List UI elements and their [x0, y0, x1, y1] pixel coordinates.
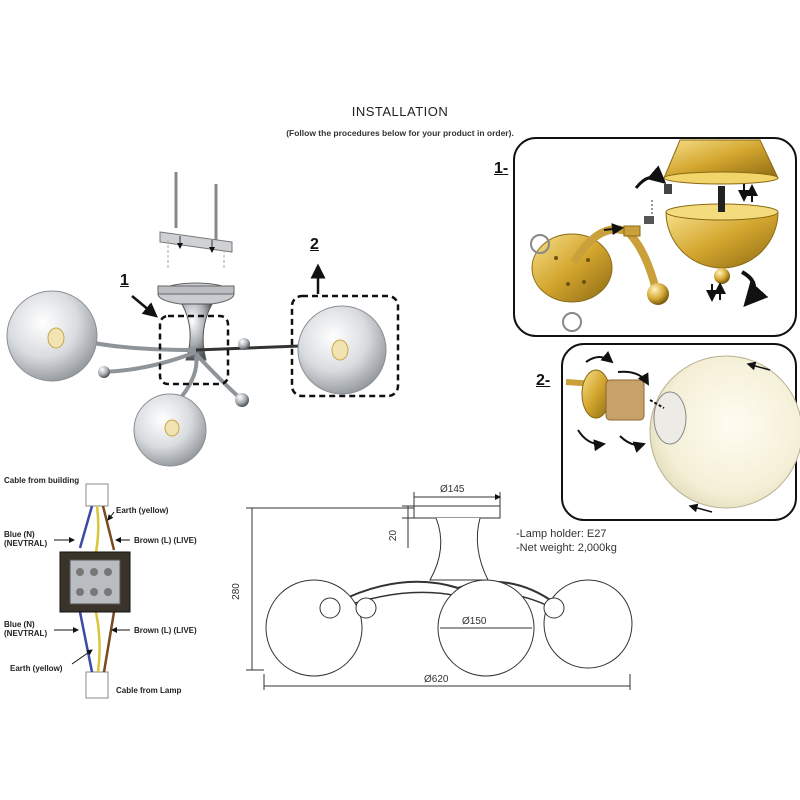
- label-earth-bottom: Earth (yellow): [10, 664, 63, 673]
- spec-lamp-holder: -Lamp holder: E27: [516, 528, 607, 540]
- label-cable-from-lamp: Cable from Lamp: [116, 686, 182, 695]
- label-earth-top: Earth (yellow): [116, 506, 169, 515]
- step-1-callout: 1: [120, 272, 129, 289]
- label-blue-top-line2: (NEVTRAL): [4, 539, 48, 548]
- panel-2-globe-assembly: [561, 343, 800, 521]
- dimension-drawing: [246, 492, 633, 690]
- dim-canopy-height: 20: [388, 529, 400, 542]
- dim-globe-diameter: Ø150: [462, 616, 487, 627]
- panel-1-label: 1-: [494, 160, 509, 177]
- spec-net-weight: -Net weight: 2,000kg: [516, 542, 617, 554]
- label-cable-from-building: Cable from building: [4, 476, 80, 485]
- label-blue-bottom: Blue (N) (NEVTRAL): [4, 620, 47, 638]
- installation-subtitle: (Follow the procedures below for your pr…: [286, 128, 514, 138]
- panel-2-label: 2-: [536, 372, 551, 389]
- label-blue-bottom-line1: Blue (N): [4, 620, 35, 629]
- label-brown-bottom: Brown (L) (LIVE): [134, 626, 197, 635]
- step-2-callout: 2: [310, 236, 319, 253]
- installation-title: INSTALLATION: [351, 104, 449, 119]
- label-blue-bottom-line2: (NEVTRAL): [4, 629, 48, 638]
- wiring-diagram: [54, 483, 131, 699]
- panel-1-canopy-assembly: [513, 137, 797, 337]
- label-blue-top: Blue (N) (NEVTRAL): [4, 530, 47, 548]
- chandelier-assembly: [6, 172, 400, 467]
- label-blue-top-line1: Blue (N): [4, 530, 35, 539]
- label-brown-top: Brown (L) (LIVE): [134, 536, 197, 545]
- dim-total-width: Ø620: [424, 674, 449, 685]
- dim-total-height: 280: [230, 583, 242, 600]
- dim-canopy-diameter: Ø145: [440, 484, 465, 495]
